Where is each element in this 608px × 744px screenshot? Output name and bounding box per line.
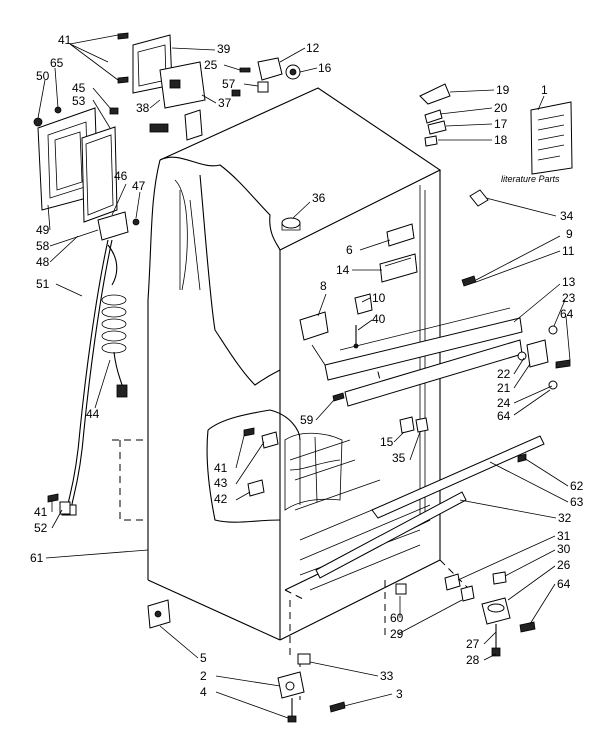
- callout-57: 57: [222, 77, 236, 91]
- top-screws: [109, 32, 251, 115]
- panel-53: [81, 126, 118, 223]
- callout-27: 27: [466, 637, 480, 651]
- callout-42: 42: [214, 492, 228, 506]
- callout-3: 3: [396, 687, 403, 701]
- callout-52: 52: [34, 521, 48, 535]
- callout-36: 36: [312, 191, 326, 205]
- callout-61: 61: [30, 551, 44, 565]
- callout-25: 25: [204, 58, 218, 72]
- callout-50: 50: [36, 69, 50, 83]
- base-parts: [47, 493, 536, 723]
- callout-46: 46: [114, 169, 128, 183]
- callout-64-b: 64: [497, 409, 511, 423]
- callout-49: 49: [36, 223, 50, 237]
- callout-20: 20: [494, 101, 508, 115]
- callout-58: 58: [36, 239, 50, 253]
- callout-24: 24: [497, 396, 511, 410]
- callout-48: 48: [36, 255, 50, 269]
- callout-40: 40: [372, 312, 386, 326]
- callout-11: 11: [562, 244, 575, 258]
- leader-lines: [37, 34, 571, 719]
- callout-26: 26: [557, 558, 571, 572]
- callout-9: 9: [566, 227, 573, 241]
- interior-parts: [243, 217, 571, 602]
- callout-22: 22: [497, 367, 511, 381]
- callout-19: 19: [496, 83, 510, 97]
- literature-caption: literature Parts: [501, 174, 560, 184]
- valve-assembly: [257, 57, 301, 93]
- callout-13: 13: [562, 275, 576, 289]
- callout-28: 28: [466, 653, 480, 667]
- callout-4: 4: [200, 685, 207, 699]
- callout-6: 6: [346, 243, 353, 257]
- water-line: [61, 211, 140, 516]
- callout-17: 17: [494, 117, 508, 131]
- callout-16: 16: [318, 61, 332, 75]
- control-housing: [132, 34, 206, 141]
- callout-labels: 41 39 12 25 16 57 37 38 65 50 45 53 46 4…: [30, 33, 584, 701]
- callout-12: 12: [306, 41, 320, 55]
- callout-1: 1: [541, 83, 548, 97]
- callout-44: 44: [86, 407, 100, 421]
- callout-51: 51: [36, 277, 50, 291]
- callout-18: 18: [494, 133, 508, 147]
- callout-53: 53: [72, 94, 86, 108]
- callout-32: 32: [558, 511, 572, 525]
- callout-2: 2: [200, 669, 207, 683]
- callout-63: 63: [570, 495, 584, 509]
- callout-41-bottom: 41: [34, 505, 48, 519]
- callout-33: 33: [380, 669, 394, 683]
- callout-5: 5: [200, 651, 207, 665]
- callout-47: 47: [132, 179, 146, 193]
- callout-29: 29: [390, 627, 404, 641]
- callout-23: 23: [562, 291, 576, 305]
- callout-14: 14: [336, 263, 350, 277]
- callout-45: 45: [72, 81, 86, 95]
- phantom-lines: [112, 359, 471, 700]
- callout-21: 21: [497, 381, 511, 395]
- callout-8: 8: [320, 279, 327, 293]
- callout-59: 59: [300, 413, 314, 427]
- callout-37: 37: [218, 96, 232, 110]
- callout-62: 62: [570, 479, 584, 493]
- callout-10: 10: [372, 291, 386, 305]
- callout-15: 15: [380, 435, 394, 449]
- callout-65: 65: [50, 56, 64, 70]
- power-cord: [101, 244, 128, 398]
- callout-34: 34: [560, 209, 574, 223]
- callout-35: 35: [392, 451, 406, 465]
- callout-39: 39: [217, 42, 231, 56]
- callout-64-c: 64: [557, 577, 571, 591]
- callout-41-interior: 41: [214, 461, 228, 475]
- cabinet-outline: [147, 87, 442, 641]
- callout-31: 31: [557, 529, 571, 543]
- callout-43: 43: [214, 476, 228, 490]
- callout-60: 60: [390, 611, 404, 625]
- callout-30: 30: [557, 542, 571, 556]
- accessory-parts: [419, 83, 573, 207]
- callout-41: 41: [58, 33, 72, 47]
- callout-64-a: 64: [560, 307, 574, 321]
- callout-38: 38: [136, 101, 150, 115]
